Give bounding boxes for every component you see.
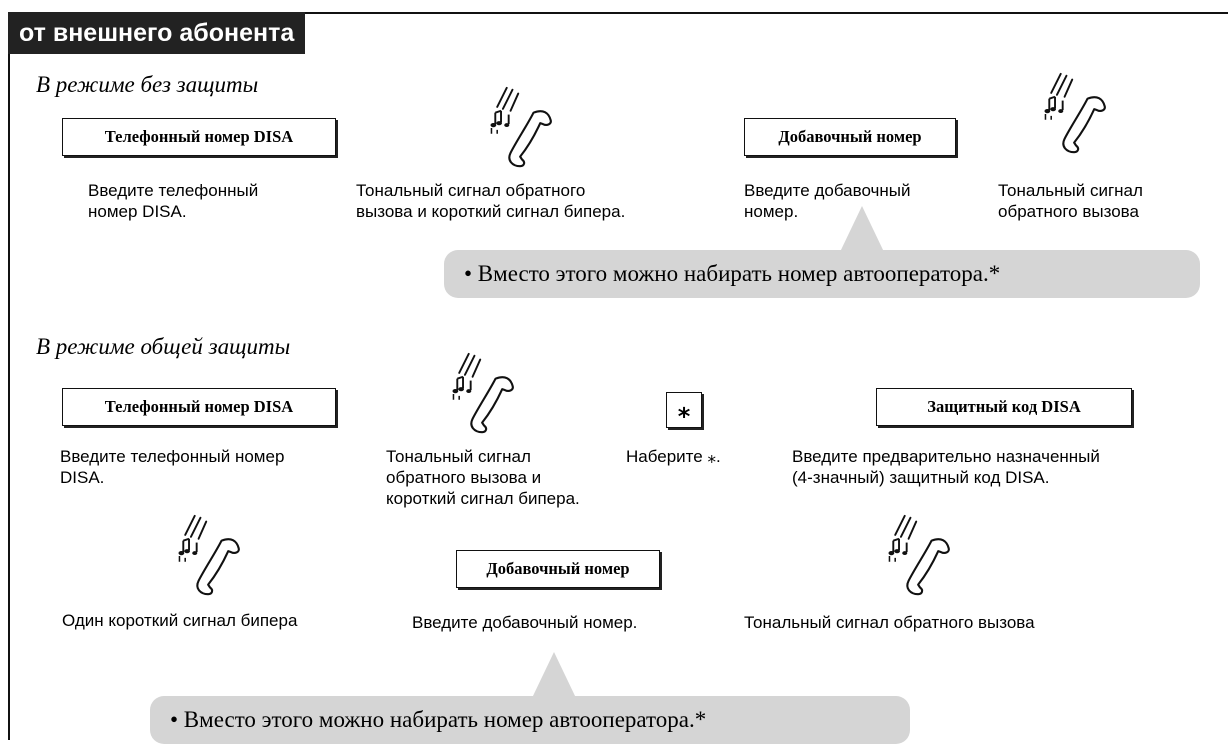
extension-number-caption: Введите добавочный номер. <box>412 613 638 632</box>
disa-number-caption: Введите телефонный номер DISA. <box>60 447 285 487</box>
tone-beep-caption: Тональный сигнал обратного вызова и коро… <box>356 181 626 221</box>
security-code-caption: Введите предварительно назначенный (4-зн… <box>792 447 1100 487</box>
tone-beep-caption: Тональный сигнал обратного вызова и коро… <box>386 447 580 508</box>
single-beep-caption: Один короткий сигнал бипера <box>62 611 298 630</box>
auto-attendant-note: • Вместо этого можно набирать номер авто… <box>444 250 1200 298</box>
mode-title-no-security: В режиме без защиты <box>36 72 259 97</box>
disa-number-caption: Введите телефонный номер DISA. <box>88 181 259 221</box>
star-key-caption: Наберите ⁎. <box>626 447 721 466</box>
note-pointer <box>532 652 576 698</box>
extension-number-key: Добавочный номер <box>456 550 660 588</box>
extension-number-caption: Введите добавочный номер. <box>744 181 911 221</box>
ringing-handset-icon <box>451 352 514 434</box>
disa-number-key: Телефонный номер DISA <box>62 388 336 426</box>
section-header: от внешнего абонента <box>8 12 306 54</box>
mode-title-general-security: В режиме общей защиты <box>36 334 291 359</box>
ringing-handset-icon <box>1043 72 1106 154</box>
frame-left-border <box>8 12 10 740</box>
disa-security-code-key: Защитный код DISA <box>876 388 1132 426</box>
frame-top-border <box>8 12 1228 14</box>
star-key-icon: ⁎ <box>666 392 702 428</box>
note-pointer <box>840 206 884 252</box>
extension-number-key: Добавочный номер <box>744 118 956 156</box>
ringing-handset-icon <box>489 86 552 168</box>
auto-attendant-note: • Вместо этого можно набирать номер авто… <box>150 696 910 744</box>
ringback-tone-caption: Тональный сигнал обратного вызова <box>744 613 1035 632</box>
ringing-handset-icon <box>177 514 240 596</box>
ringback-tone-caption: Тональный сигнал обратного вызова <box>998 181 1143 221</box>
disa-number-key: Телефонный номер DISA <box>62 118 336 156</box>
ringing-handset-icon <box>887 514 950 596</box>
